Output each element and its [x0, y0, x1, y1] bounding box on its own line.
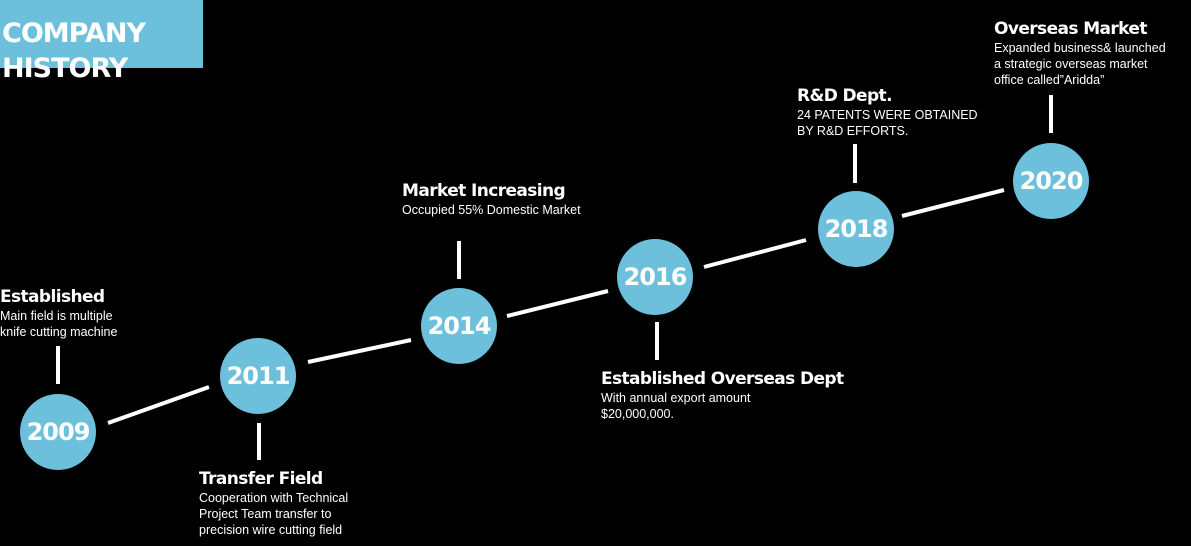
event-desc-line: 24 PATENTS WERE OBTAINED — [797, 108, 978, 122]
connector-2009-2011 — [107, 385, 210, 425]
event-desc-line: BY R&D EFFORTS. — [797, 124, 909, 138]
event-heading: R&D Dept. — [797, 86, 893, 106]
event-heading: Market Increasing — [402, 181, 566, 201]
connector-2018-2020 — [901, 188, 1005, 218]
year-node-2016: 2016 — [617, 239, 693, 315]
event-desc-line: Occupied 55% Domestic Market — [402, 203, 581, 217]
event-desc-line: office called”Aridda” — [994, 73, 1105, 87]
event-caption-2009: Established Main field is multiple knife… — [0, 286, 117, 340]
connector-2014-2016 — [506, 289, 609, 318]
page-title: COMPANY HISTORY — [2, 16, 146, 86]
event-caption-2020: Overseas Market Expanded business& launc… — [994, 18, 1166, 88]
event-heading: Overseas Market — [994, 19, 1147, 39]
event-desc-line: precision wire cutting field — [199, 523, 343, 537]
event-desc-line: a strategic overseas market — [994, 57, 1148, 71]
year-node-2011: 2011 — [220, 338, 296, 414]
year-node-2009: 2009 — [20, 394, 96, 470]
event-desc-line: Cooperation with Technical — [199, 491, 349, 505]
event-desc-line: Project Team transfer to — [199, 507, 332, 521]
title-box — [0, 0, 203, 68]
event-heading: Transfer Field — [199, 469, 323, 489]
event-desc-line: Main field is multiple — [0, 309, 113, 323]
connector-2011-2014 — [307, 338, 412, 364]
event-caption-2016: Established Overseas Dept With annual ex… — [601, 368, 844, 422]
event-caption-2011: Transfer Field Cooperation with Technica… — [199, 468, 348, 538]
connector-2016-2018 — [703, 238, 807, 269]
event-heading: Established — [0, 287, 105, 307]
year-node-2020: 2020 — [1013, 143, 1089, 219]
event-desc-line: Expanded business& launched — [994, 41, 1166, 55]
event-heading: Established Overseas Dept — [601, 369, 844, 389]
event-desc-line: With annual export amount — [601, 391, 751, 405]
event-desc-line: knife cutting machine — [0, 325, 118, 339]
event-caption-2014: Market Increasing Occupied 55% Domestic … — [402, 180, 581, 218]
event-desc-line: $20,000,000. — [601, 407, 674, 421]
year-node-2014: 2014 — [421, 288, 497, 364]
title-line-1: COMPANY — [2, 18, 146, 49]
year-node-2018: 2018 — [818, 191, 894, 267]
title-line-2: HISTORY — [2, 53, 128, 84]
event-caption-2018: R&D Dept. 24 PATENTS WERE OBTAINED BY R&… — [797, 85, 978, 139]
